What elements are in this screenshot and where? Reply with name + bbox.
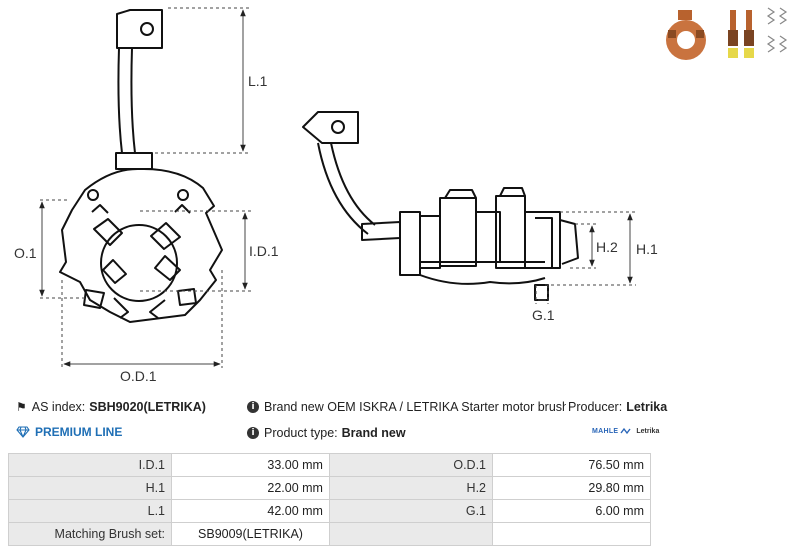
dim-label-g1: G.1 (532, 307, 555, 323)
product-thumbnail[interactable] (658, 0, 800, 68)
table-row: Matching Brush set: SB9009(LETRIKA) (7, 522, 651, 546)
spec-label: H.2 (328, 476, 494, 500)
side-view (302, 111, 579, 301)
spec-value: 29.80 mm (492, 476, 651, 500)
producer-value: Letrika (626, 400, 668, 414)
tag-icon: ⚑ (16, 400, 27, 414)
letrika-logo-text: Letrika (636, 427, 660, 435)
spec-value: 33.00 mm (171, 453, 330, 477)
info-icon: i (247, 427, 259, 439)
premium-line-label: PREMIUM LINE (35, 425, 123, 439)
info-icon: i (247, 401, 259, 413)
brand-logo: MAHLE Letrika (592, 427, 659, 435)
spec-label (328, 522, 494, 546)
table-row: I.D.1 33.00 mm O.D.1 76.50 mm (7, 453, 651, 477)
as-index-label: AS index: (31, 400, 86, 414)
dim-label-id1: I.D.1 (249, 243, 279, 259)
specs-table: I.D.1 33.00 mm O.D.1 76.50 mm H.1 22.00 … (7, 453, 651, 546)
spec-value: 22.00 mm (171, 476, 330, 500)
premium-line-badge: PREMIUM LINE (16, 425, 122, 439)
spec-label: I.D.1 (7, 453, 173, 477)
spec-label: G.1 (328, 499, 494, 523)
technical-drawing: L.1 O.1 I.D.1 O.D.1 H.2 H.1 G.1 (14, 7, 658, 384)
spec-value: 76.50 mm (492, 453, 651, 477)
spec-value: SB9009(LETRIKA) (171, 522, 330, 546)
producer-row: Producer: Letrika (566, 400, 668, 414)
product-type-row: i Product type: Brand new (247, 426, 406, 440)
as-index-value: SBH9020(LETRIKA) (89, 400, 206, 414)
mahle-logo-text: MAHLE (592, 427, 619, 435)
table-row: H.1 22.00 mm H.2 29.80 mm (7, 476, 651, 500)
dim-label-h2: H.2 (596, 239, 618, 255)
spec-value: 6.00 mm (492, 499, 651, 523)
table-row: L.1 42.00 mm G.1 6.00 mm (7, 499, 651, 523)
front-view (59, 9, 223, 323)
dim-label-l1: L.1 (248, 73, 268, 89)
description-row: i Brand new OEM ISKRA / LETRIKA Starter … (247, 400, 607, 414)
spec-label: O.D.1 (328, 453, 494, 477)
producer-label: Producer: (568, 400, 623, 414)
letrika-wave-icon (620, 427, 631, 435)
spec-label: L.1 (7, 499, 173, 523)
brush-holder-image (666, 10, 706, 60)
dim-label-od1: O.D.1 (120, 368, 157, 384)
as-index-row: ⚑ AS index: SBH9020(LETRIKA) (16, 400, 206, 414)
product-type-label: Product type: (264, 426, 338, 440)
springs-image (766, 7, 788, 53)
spec-label: Matching Brush set: (7, 522, 173, 546)
spec-value: 42.00 mm (171, 499, 330, 523)
product-type-value: Brand new (341, 426, 406, 440)
dim-label-h1: H.1 (636, 241, 658, 257)
spec-label: H.1 (7, 476, 173, 500)
description-text: Brand new OEM ISKRA / LETRIKA Starter mo… (264, 400, 608, 414)
brushes-image (728, 10, 754, 58)
diamond-icon (16, 426, 30, 438)
dim-label-o1: O.1 (14, 245, 37, 261)
spec-value (492, 522, 651, 546)
